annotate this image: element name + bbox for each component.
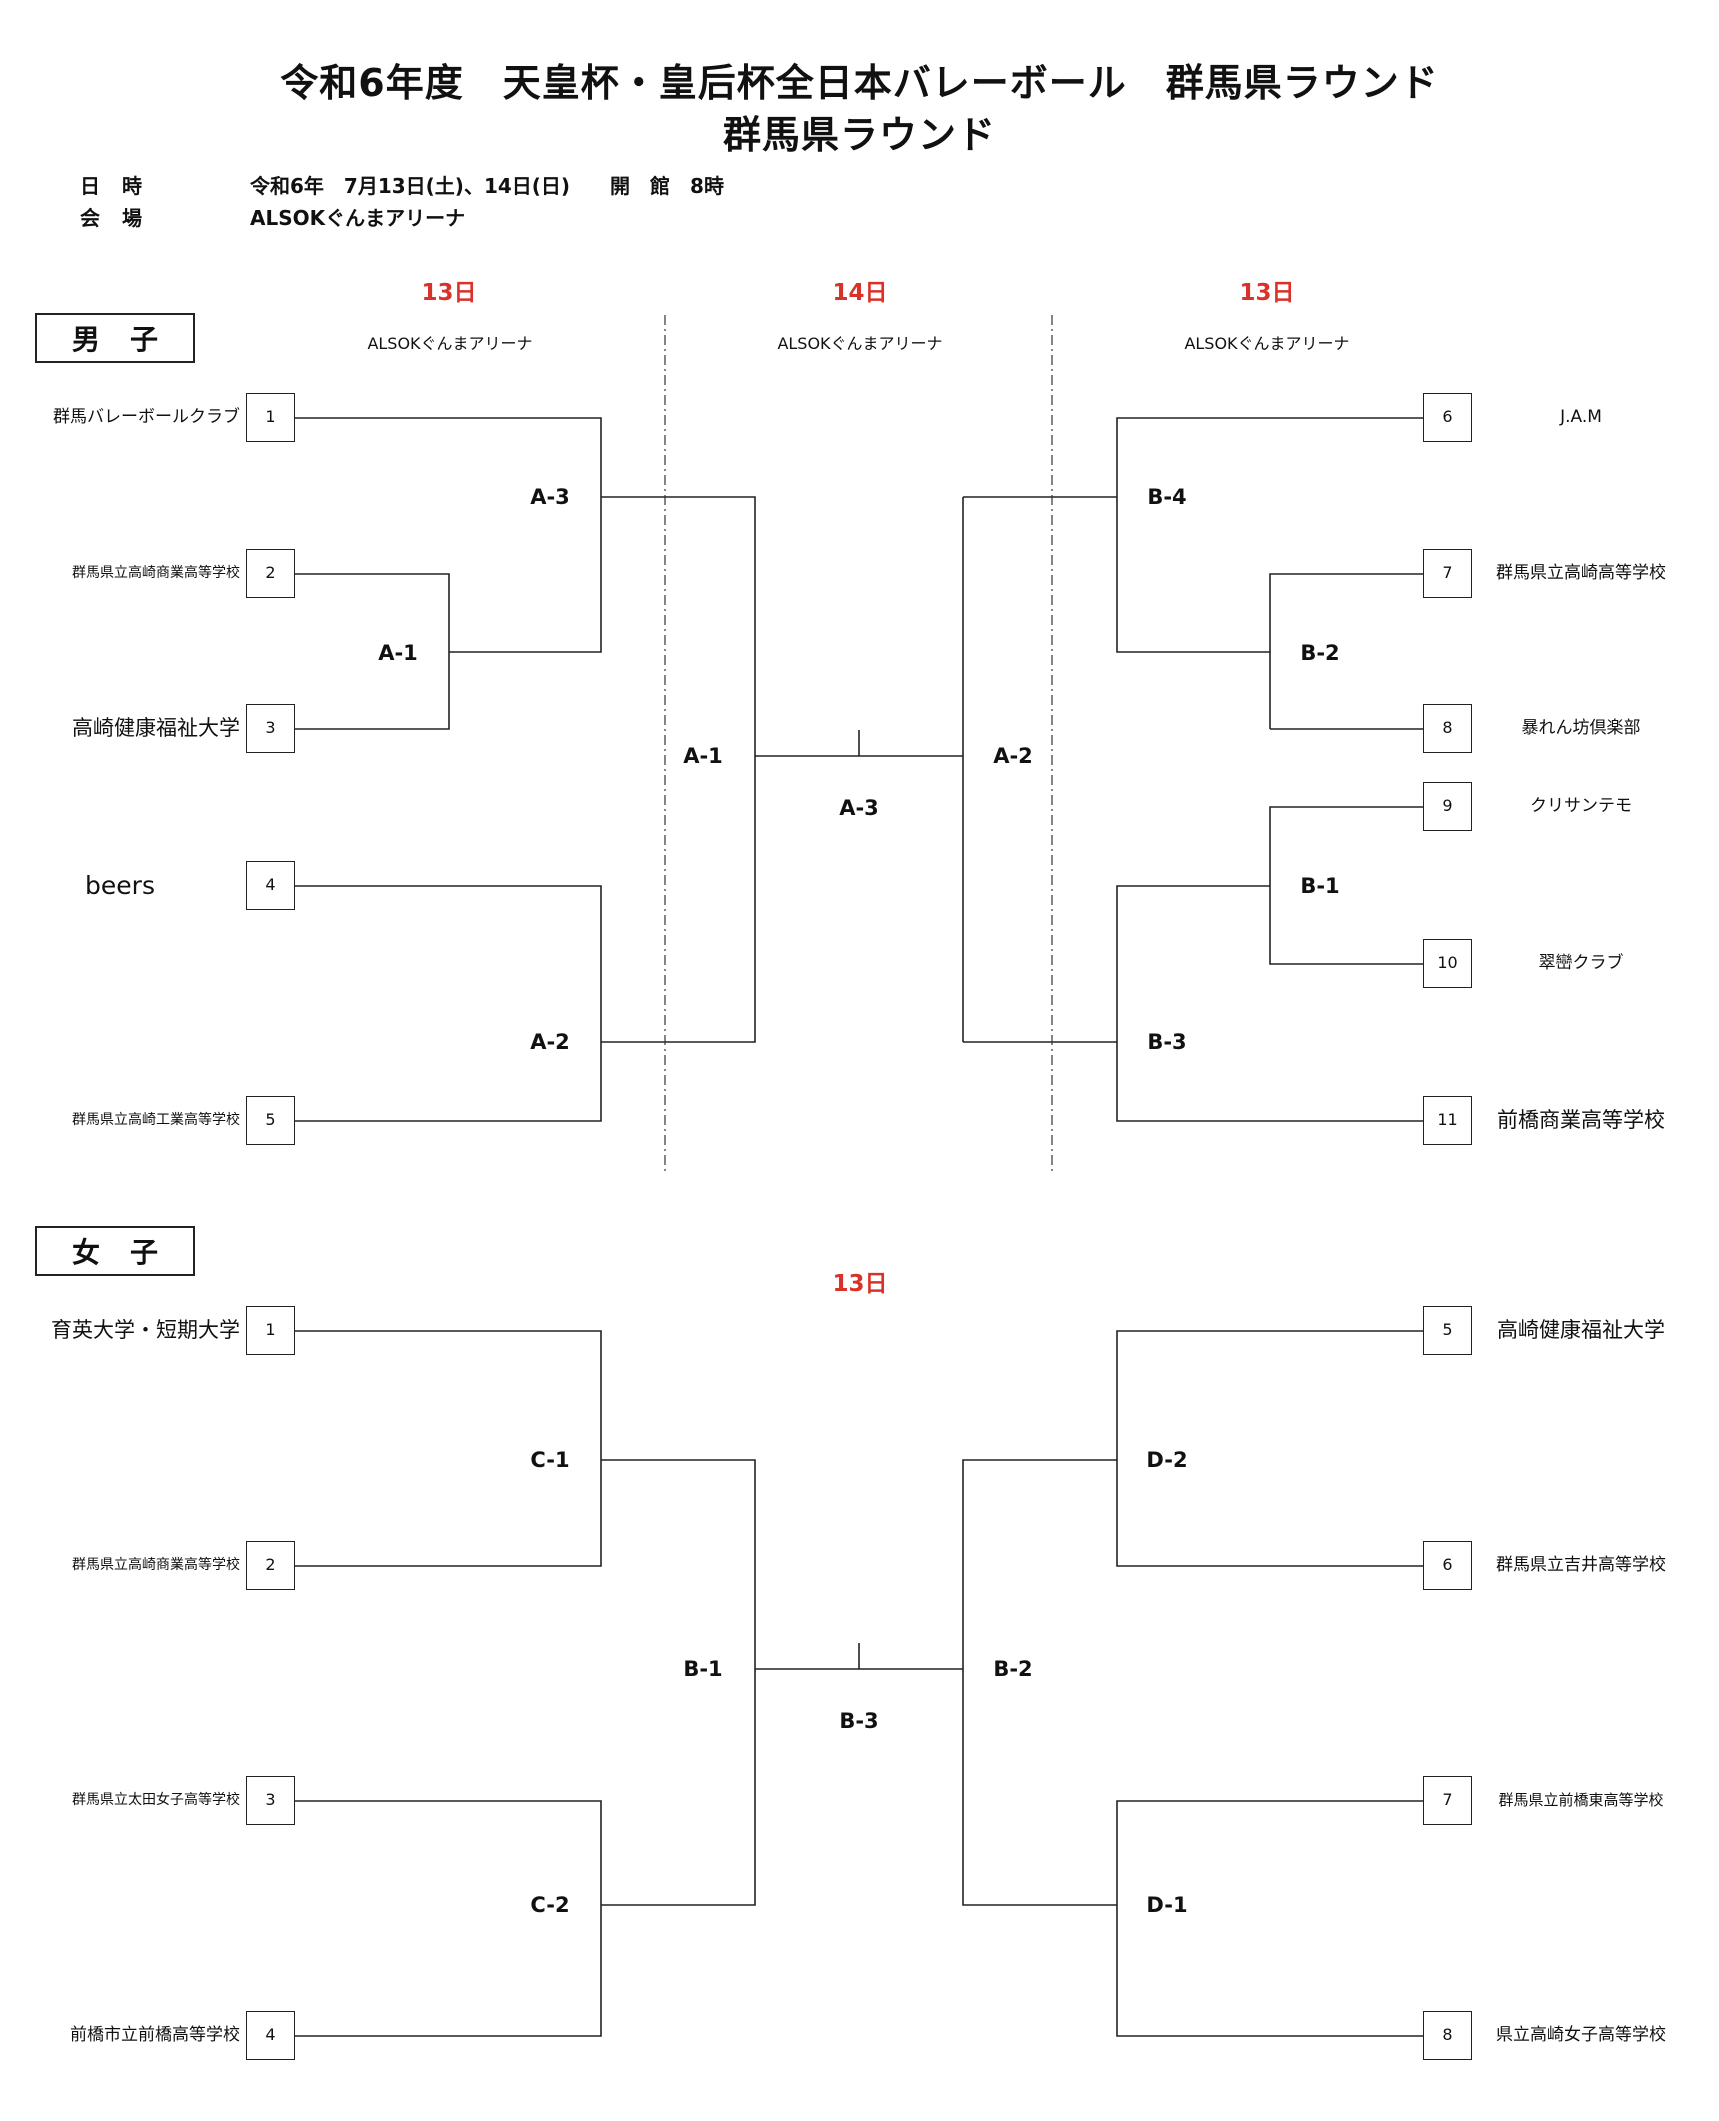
women-final: B-3 (839, 1709, 879, 1733)
men-match-a1: A-1 (378, 641, 418, 665)
men-seed-3: 3 (246, 704, 295, 753)
women-seed-7: 7 (1423, 1776, 1472, 1825)
women-seed-3: 3 (246, 1776, 295, 1825)
men-match-b2: B-2 (1300, 641, 1340, 665)
men-day-right: 13日 (1239, 280, 1295, 306)
men-team-2: 群馬県立高崎商業高等学校 (72, 565, 240, 581)
men-venue-right: ALSOKぐんまアリーナ (1184, 334, 1350, 353)
venue-label: 会場 (80, 206, 164, 230)
men-seed-9: 9 (1423, 782, 1472, 831)
men-team-1: 群馬バレーボールクラブ (53, 407, 240, 427)
men-match-b4: B-4 (1147, 485, 1187, 509)
women-team-8: 県立高崎女子高等学校 (1496, 2025, 1666, 2045)
men-final: A-3 (839, 796, 879, 820)
men-venue-center: ALSOKぐんまアリーナ (777, 334, 943, 353)
women-team-1: 育英大学・短期大学 (51, 1318, 240, 1342)
women-team-2: 群馬県立高崎商業高等学校 (72, 1557, 240, 1573)
men-venue-left: ALSOKぐんまアリーナ (367, 334, 533, 353)
men-team-3: 高崎健康福祉大学 (72, 716, 240, 740)
women-section-label: 女子 (35, 1226, 195, 1276)
men-team-7: 群馬県立高崎高等学校 (1496, 563, 1666, 583)
page-subtitle: 群馬県ラウンド (722, 113, 996, 157)
women-team-4: 前橋市立前橋高等学校 (70, 2025, 240, 2045)
date-value: 令和6年 7月13日(土)、14日(日) 開 館 8時 (250, 174, 724, 198)
women-match-d2: D-2 (1146, 1448, 1188, 1472)
men-team-6: J.A.M (1560, 407, 1602, 427)
men-seed-10: 10 (1423, 939, 1472, 988)
men-team-11: 前橋商業高等学校 (1497, 1108, 1665, 1132)
women-seed-4: 4 (246, 2011, 295, 2060)
women-seed-6: 6 (1423, 1541, 1472, 1590)
men-seed-1: 1 (246, 393, 295, 442)
women-seed-8: 8 (1423, 2011, 1472, 2060)
men-seed-5: 5 (246, 1096, 295, 1145)
women-match-d1: D-1 (1146, 1893, 1188, 1917)
men-team-9: クリサンテモ (1530, 796, 1632, 816)
men-team-4: beers (85, 871, 155, 900)
men-team-10: 翠巒クラブ (1538, 953, 1624, 973)
women-seed-5: 5 (1423, 1306, 1472, 1355)
women-day: 13日 (832, 1271, 888, 1297)
men-seed-11: 11 (1423, 1096, 1472, 1145)
men-seed-7: 7 (1423, 549, 1472, 598)
page-title: 令和6年度 天皇杯・皇后杯全日本バレーボール 群馬県ラウンド (280, 61, 1439, 105)
men-day-left: 13日 (421, 280, 477, 306)
men-team-5: 群馬県立高崎工業高等学校 (72, 1112, 240, 1128)
men-seed-4: 4 (246, 861, 295, 910)
men-match-a3: A-3 (530, 485, 570, 509)
date-label: 日時 (80, 174, 164, 198)
men-semi-left: A-1 (683, 744, 723, 768)
women-semi-right: B-2 (993, 1657, 1033, 1681)
women-team-3: 群馬県立太田女子高等学校 (72, 1792, 240, 1808)
men-match-a2: A-2 (530, 1030, 570, 1054)
men-seed-6: 6 (1423, 393, 1472, 442)
men-match-b3: B-3 (1147, 1030, 1187, 1054)
women-seed-1: 1 (246, 1306, 295, 1355)
men-match-b1: B-1 (1300, 874, 1340, 898)
women-team-6: 群馬県立吉井高等学校 (1496, 1555, 1666, 1575)
men-day-center: 14日 (832, 280, 888, 306)
women-match-c1: C-1 (530, 1448, 570, 1472)
men-seed-2: 2 (246, 549, 295, 598)
men-team-8: 暴れん坊倶楽部 (1521, 718, 1641, 738)
men-semi-right: A-2 (993, 744, 1033, 768)
men-seed-8: 8 (1423, 704, 1472, 753)
women-match-c2: C-2 (530, 1893, 570, 1917)
men-section-label: 男子 (35, 313, 195, 363)
women-seed-2: 2 (246, 1541, 295, 1590)
women-team-5: 高崎健康福祉大学 (1497, 1318, 1665, 1342)
venue-value: ALSOKぐんまアリーナ (250, 206, 466, 230)
women-semi-left: B-1 (683, 1657, 723, 1681)
women-team-7: 群馬県立前橋東高等学校 (1498, 1791, 1664, 1809)
